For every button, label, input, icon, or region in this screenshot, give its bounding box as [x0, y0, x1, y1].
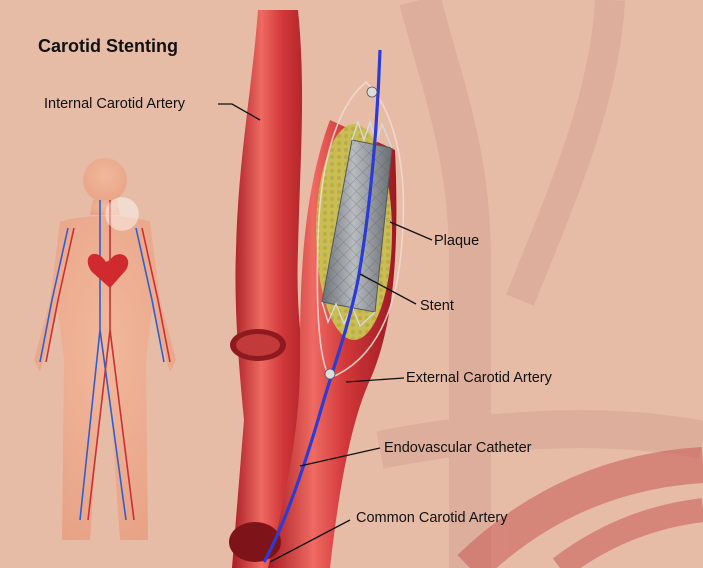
- label-plaque: Plaque: [434, 233, 479, 249]
- label-stent: Stent: [420, 298, 454, 314]
- label-endovascular-catheter: Endovascular Catheter: [384, 440, 532, 456]
- catheter-marker: [325, 369, 335, 379]
- label-common-carotid-artery: Common Carotid Artery: [356, 510, 508, 526]
- label-internal-carotid-artery: Internal Carotid Artery: [44, 96, 186, 112]
- label-external-carotid-artery: External Carotid Artery: [406, 370, 553, 386]
- neck-highlight-icon: [106, 198, 138, 230]
- diagram-title: Carotid Stenting: [38, 36, 178, 56]
